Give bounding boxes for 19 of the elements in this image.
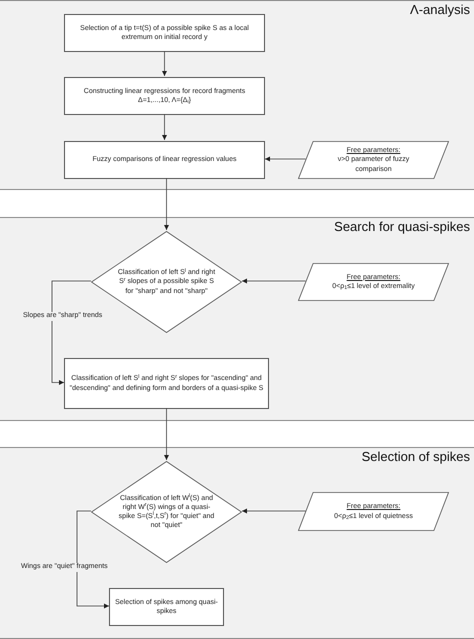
- parameter-parallelogram: [298, 492, 449, 531]
- arrow: [76, 510, 110, 608]
- arrow: [164, 178, 169, 230]
- arrow: [52, 280, 92, 385]
- section-band: [0, 447, 474, 639]
- parameter-parallelogram: [298, 263, 449, 301]
- arrow: [162, 114, 167, 140]
- section-title: Search for quasi-spikes: [334, 219, 470, 236]
- decision-diamond: [91, 461, 242, 563]
- section-title: Selection of spikes: [362, 449, 470, 466]
- section-band: [0, 217, 474, 421]
- parameter-parallelogram: [298, 141, 449, 179]
- arrow: [242, 278, 306, 284]
- section-band: [0, 0, 474, 190]
- arrow: [242, 508, 306, 514]
- arrow: [162, 50, 167, 76]
- arrow: [164, 408, 169, 460]
- section-title: Λ-analysis: [410, 2, 470, 18]
- arrow: [264, 156, 306, 162]
